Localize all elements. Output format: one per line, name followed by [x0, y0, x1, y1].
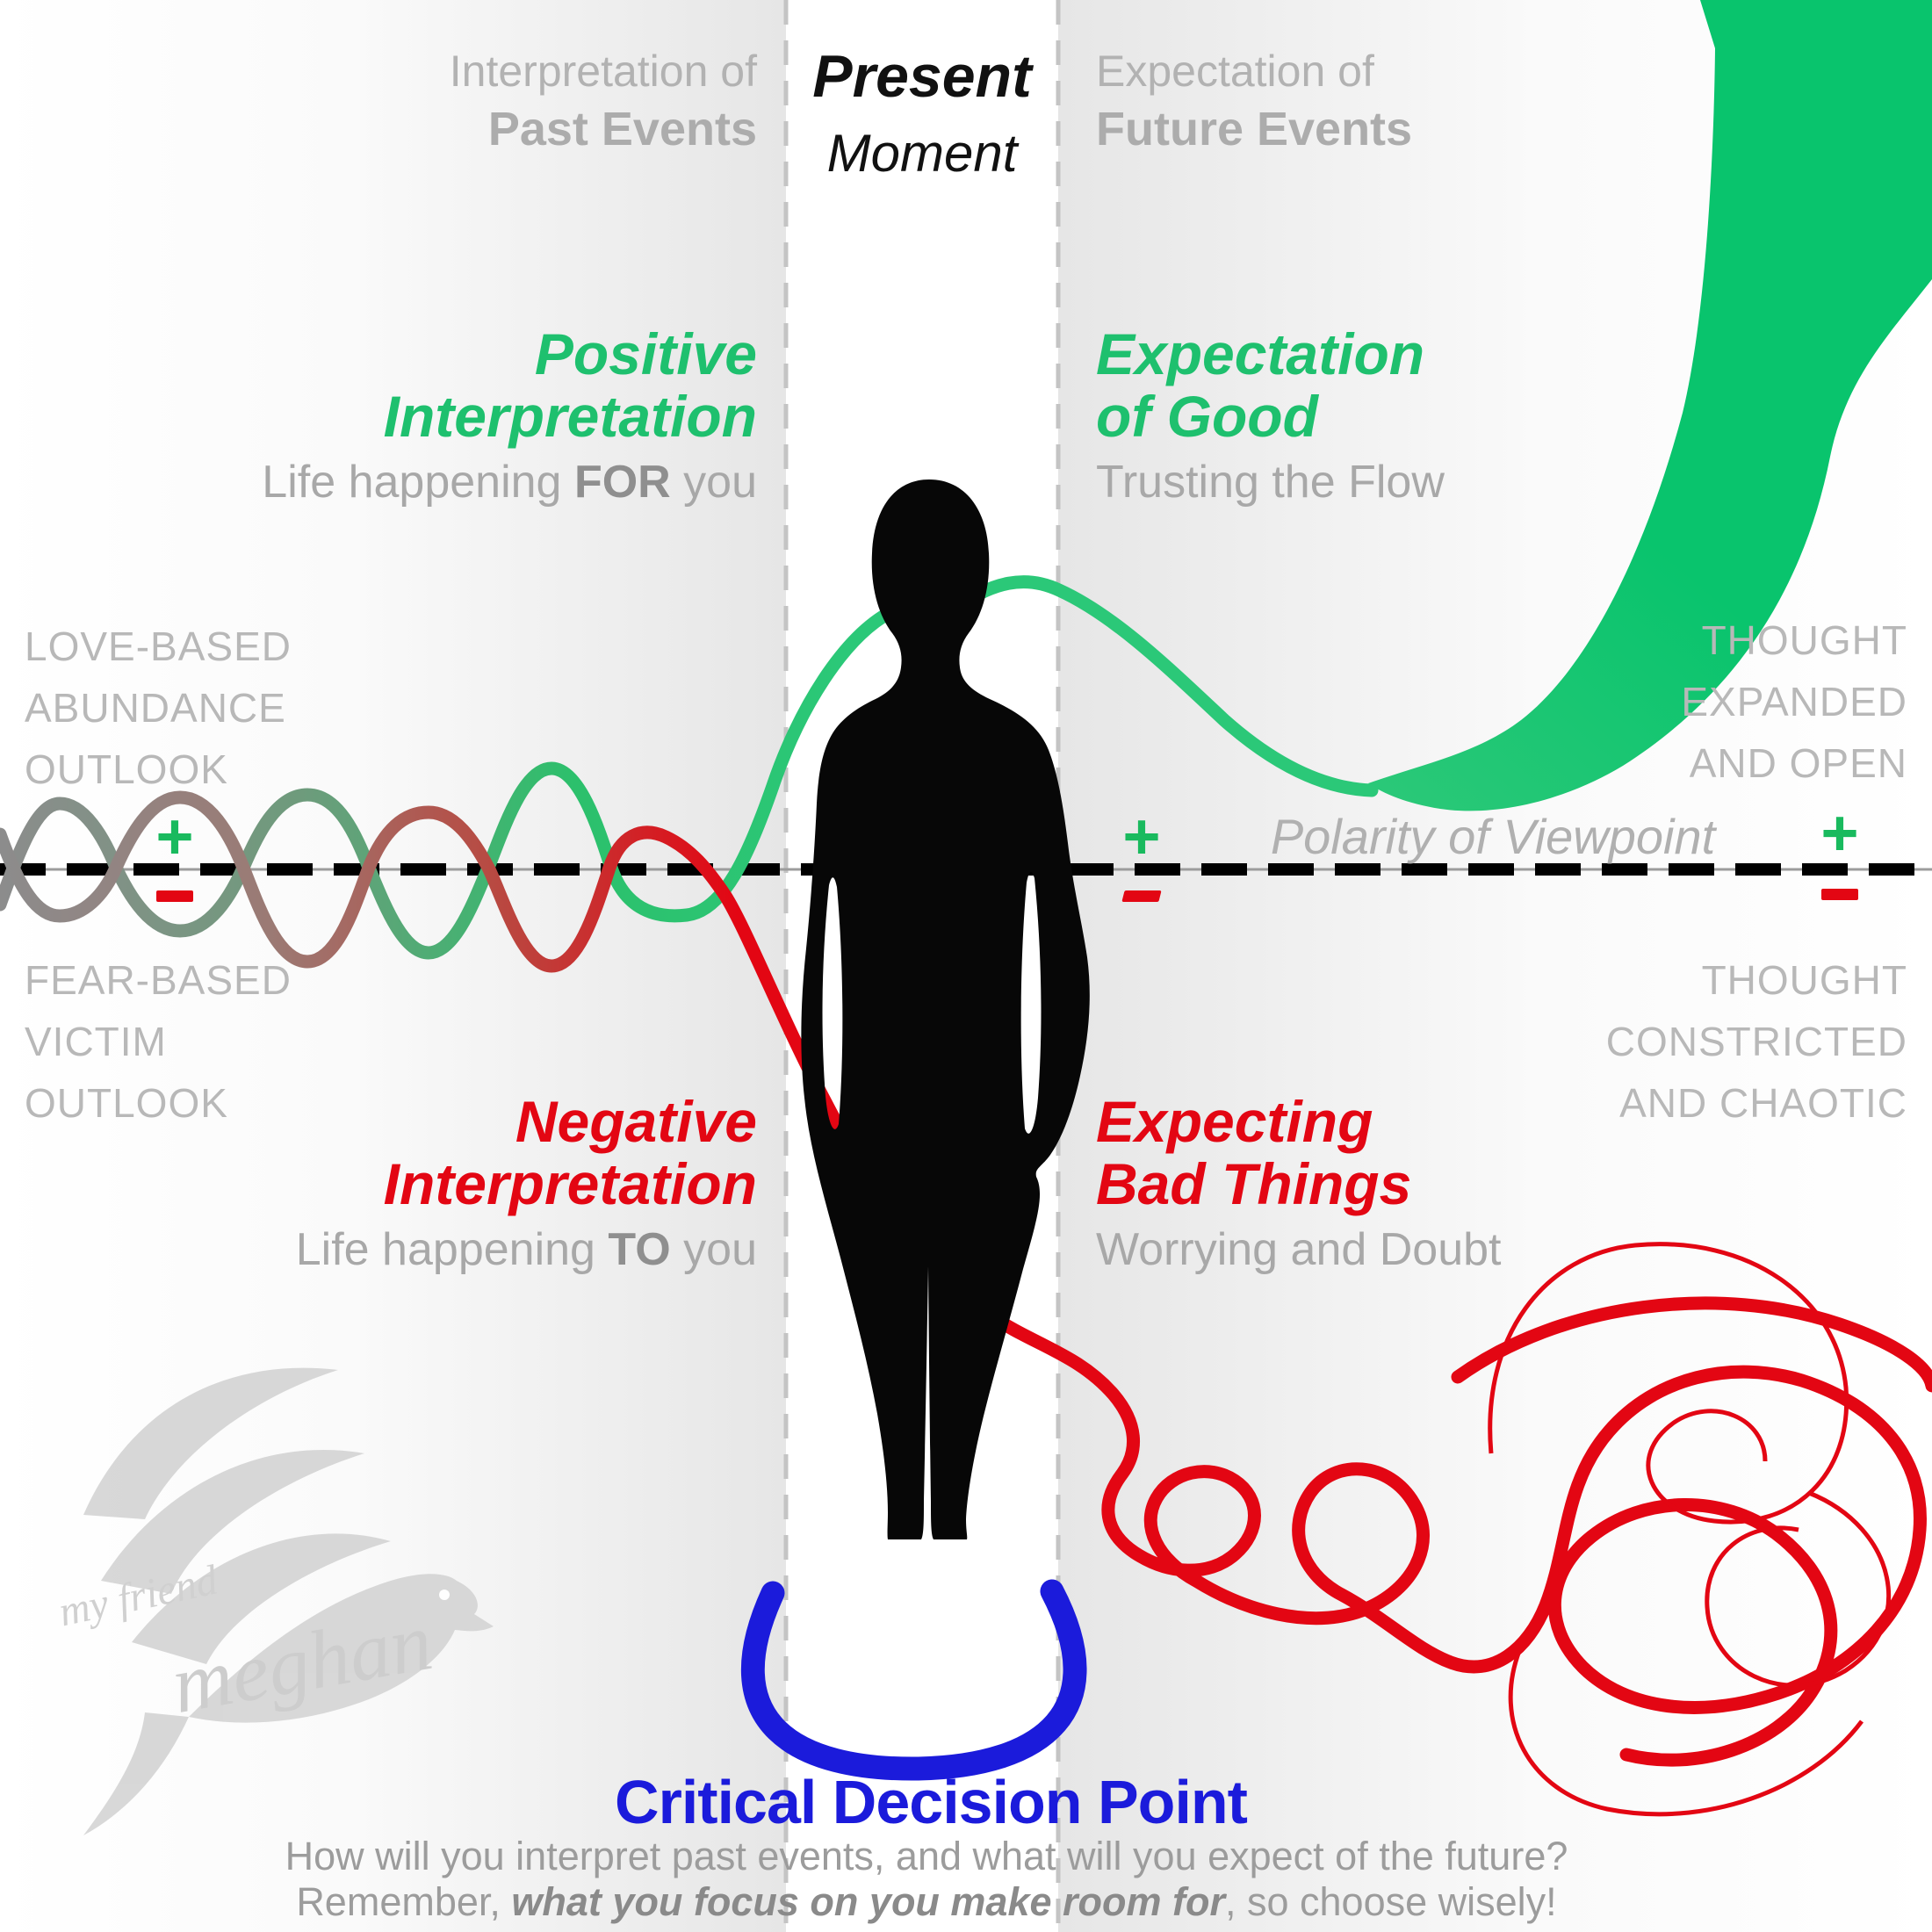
tangle-sweeping-arc [1451, 1296, 1932, 1393]
bird-body-head [189, 1574, 494, 1723]
expecting-bad-things-heading-line2: Bad Things [1096, 1150, 1412, 1216]
fear-label-line2: VICTIM [25, 1018, 167, 1064]
positive-interpretation-heading-line1: Positive [534, 321, 757, 386]
past-events-header: Interpretation of Past Events [450, 46, 757, 156]
polarity-axis-label: Polarity of Viewpoint [1270, 809, 1716, 864]
negative-interpretation-heading-line1: Negative [515, 1089, 757, 1154]
tangle-thin-scribble-3 [1508, 1650, 1864, 1817]
expanded-label-line3: AND OPEN [1689, 739, 1907, 786]
negative-sub-emphasis: TO [608, 1224, 671, 1276]
plus-mark-center: + [1122, 800, 1161, 873]
negative-interpretation-heading-line2: Interpretation [383, 1150, 757, 1216]
critical-decision-ellipse [740, 1579, 1087, 1781]
woman-silhouette [801, 479, 1090, 1539]
plus-mark-right: + [1820, 797, 1859, 869]
bird-wing-top-feather [83, 1367, 338, 1519]
positive-interpretation-heading-line2: Interpretation [383, 383, 757, 449]
bird-tail [83, 1712, 189, 1835]
expecting-bad-things-block: Expecting Bad Things Worrying and Doubt [1096, 1091, 1502, 1276]
negative-expectation-wave [0, 790, 1927, 1767]
thought-expanded-label: THOUGHT EXPANDED AND OPEN [1681, 610, 1907, 795]
bird-wing-middle-feather [101, 1449, 364, 1594]
tangle-thin-scribble-2 [1705, 1490, 1891, 1688]
expectation-of-good-heading-line2: of Good [1096, 383, 1318, 449]
positive-interpretation-wave [0, 575, 1379, 960]
reminder-pre: Remember, [296, 1879, 512, 1924]
present-moment-header: Present Moment [773, 42, 1071, 184]
constricted-label-line1: THOUGHT [1701, 957, 1907, 1003]
thought-constricted-label: THOUGHT CONSTRICTED AND CHAOTIC [1606, 950, 1907, 1135]
plus-mark-left: + [155, 800, 194, 873]
expanded-label-line1: THOUGHT [1701, 617, 1907, 663]
constricted-label-line2: CONSTRICTED [1605, 1018, 1907, 1064]
future-events-header: Expectation of Future Events [1096, 46, 1412, 156]
negative-sub-pre: Life happening [295, 1224, 609, 1276]
minus-mark-left [156, 890, 193, 902]
expectation-of-good-heading-line1: Expectation [1096, 321, 1425, 386]
negative-interpretation-subtext: Life happening TO you [296, 1223, 757, 1276]
expecting-bad-things-heading-line1: Expecting [1096, 1089, 1373, 1154]
positive-sub-emphasis: FOR [573, 457, 671, 508]
future-events-header-line2: Future Events [1096, 103, 1413, 155]
bird-wing-lower-feather [132, 1533, 391, 1664]
love-label-line2: ABUNDANCE [25, 684, 286, 731]
expecting-bad-things-subtext: Worrying and Doubt [1096, 1224, 1502, 1276]
tangle-thin-scribble-1 [1488, 1242, 1849, 1525]
expanded-label-line2: EXPANDED [1681, 678, 1907, 724]
minus-mark-center [1121, 890, 1162, 902]
present-moment-line2: Moment [826, 124, 1018, 183]
decision-question-line: How will you interpret past events, and … [285, 1834, 1568, 1878]
bird-eye [439, 1590, 450, 1600]
brand-bird-logo [83, 1367, 494, 1835]
expectation-of-good-subtext: Trusting the Flow [1096, 457, 1445, 508]
positive-sub-pre: Life happening [262, 457, 574, 508]
negative-sub-post: you [670, 1224, 757, 1276]
expectation-of-good-block: Expectation of Good Trusting the Flow [1096, 323, 1445, 508]
reminder-post: , so choose wisely! [1225, 1879, 1557, 1924]
future-events-header-line1: Expectation of [1096, 47, 1374, 96]
present-moment-line1: Present [812, 43, 1032, 110]
reminder-emphasis: what you focus on you make room for [511, 1879, 1225, 1924]
love-label-line1: LOVE-BASED [25, 624, 292, 669]
decision-reminder-line: Remember, what you focus on you make roo… [263, 1879, 1590, 1925]
positive-interpretation-block: Positive Interpretation Life happening F… [262, 323, 757, 508]
negative-interpretation-block: Negative Interpretation Life happening T… [296, 1091, 757, 1276]
fear-based-outlook-label: FEAR-BASED VICTIM OUTLOOK [25, 950, 292, 1135]
expectation-of-good-ribbon [1368, 0, 1932, 811]
fear-label-line1: FEAR-BASED [25, 957, 292, 1003]
minus-mark-right [1821, 889, 1858, 900]
positive-interpretation-subtext: Life happening FOR you [262, 456, 757, 508]
constricted-label-line3: AND CHAOTIC [1619, 1079, 1907, 1126]
fear-label-line3: OUTLOOK [25, 1079, 228, 1126]
love-based-outlook-label: LOVE-BASED ABUNDANCE OUTLOOK [25, 616, 292, 801]
love-label-line3: OUTLOOK [25, 746, 228, 792]
past-events-header-line1: Interpretation of [449, 47, 757, 96]
past-events-header-line2: Past Events [487, 103, 757, 155]
positive-sub-post: you [670, 457, 757, 508]
critical-decision-point-title: Critical Decision Point [615, 1768, 1248, 1836]
